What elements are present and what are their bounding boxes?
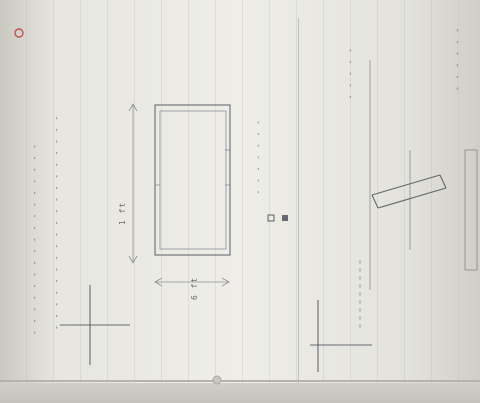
rectangle-inner: [159, 110, 227, 250]
rectangle-outline: [154, 104, 231, 256]
checkbox-filled: [282, 215, 288, 221]
slanted-block-left: [371, 194, 379, 209]
arrow-head-right: [221, 277, 230, 287]
checkbox-empty: [267, 214, 275, 222]
handwriting-note: - - - - - -: [453, 28, 462, 92]
handwriting-note: - - - - - - -: [254, 120, 263, 196]
handwriting-line: - - - - - - - - - - - - - - - - -: [30, 143, 39, 335]
margin-line: [0, 380, 480, 382]
slanted-block-bottom: [377, 187, 447, 209]
arrow-head-left: [154, 277, 163, 287]
arrow-head-top: [128, 103, 138, 112]
dimension-label-short: 6 ft: [190, 276, 199, 300]
arrow-head-bottom: [128, 255, 138, 264]
right-edge-box: [464, 149, 478, 271]
page-fold-line: [298, 18, 299, 386]
binder-hole: [212, 375, 222, 385]
red-circle-mark: [14, 28, 24, 38]
dimension-label-long: 1 ft: [118, 201, 127, 225]
handwriting-note: - - - - -: [346, 48, 355, 101]
slanted-block-top: [371, 174, 441, 196]
slanted-block-right: [439, 174, 447, 189]
page-bottom-edge: [0, 383, 480, 403]
handwriting-line: - - - - - - - - - - - - - - - - - - -: [52, 114, 61, 330]
